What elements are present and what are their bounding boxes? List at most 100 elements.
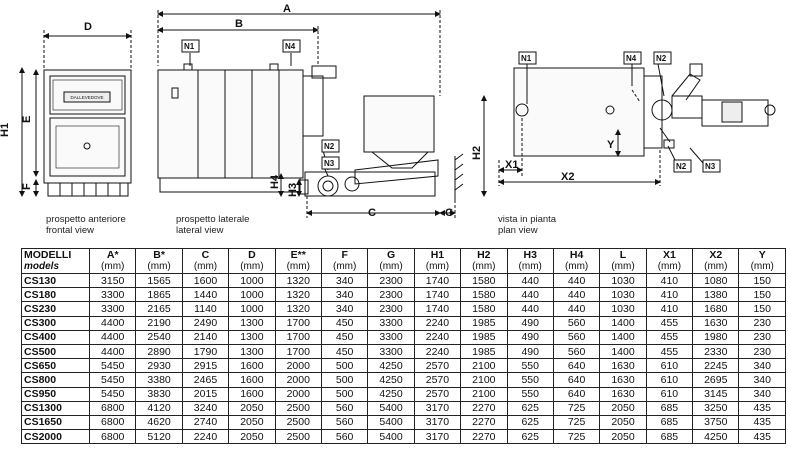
table-cell: 2165: [135, 301, 183, 317]
table-cell: 4400: [88, 315, 137, 331]
table-cell: 2465: [181, 372, 230, 388]
table-cell: 3240: [181, 400, 230, 416]
models-header-label: MODELLI: [24, 249, 72, 262]
table-cell: 490: [506, 329, 554, 345]
table-cell: 1985: [460, 343, 508, 360]
table-cell: 3830: [135, 386, 183, 402]
table-cell: 1600: [181, 272, 230, 289]
table-cell: 3250: [692, 400, 740, 416]
table-cell: 1700: [274, 315, 322, 331]
model-cell: CS650: [21, 358, 90, 374]
column-header: Y(mm): [738, 248, 786, 274]
table-cell: 230: [738, 315, 786, 331]
column-header-unit: (mm): [193, 261, 218, 272]
column-header: H1(mm): [413, 248, 462, 274]
table-cell: 340: [320, 301, 369, 317]
column-header-label: F: [341, 249, 348, 262]
table-cell: 560: [552, 343, 601, 360]
column-header-label: H4: [569, 249, 584, 262]
table-cell: 1740: [413, 272, 462, 289]
table-cell: 340: [738, 358, 786, 374]
table-cell: 1740: [413, 301, 462, 317]
table-cell: 5450: [88, 386, 137, 402]
technical-drawing: D A B C G H1 E F H4 H3 H2 X1 X2 Y DALLEV…: [0, 3, 776, 219]
table-cell: 230: [738, 343, 786, 360]
table-cell: 1400: [599, 343, 647, 360]
table-cell: 2570: [413, 358, 462, 374]
table-cell: 5400: [367, 400, 415, 416]
column-header: X2(mm): [692, 248, 740, 274]
table-cell: 2190: [135, 315, 183, 331]
column-header: C(mm): [181, 248, 230, 274]
column-header-label: L: [619, 249, 627, 262]
model-cell: CS800: [21, 372, 90, 388]
table-cell: 2050: [599, 429, 647, 445]
table-cell: 2100: [460, 386, 508, 402]
models-header-sub: models: [24, 261, 60, 272]
table-cell: 3380: [135, 372, 183, 388]
side-view-drawing: [157, 10, 487, 218]
table-cell: 435: [738, 414, 786, 431]
table-cell: 3300: [88, 301, 137, 317]
table-cell: 1865: [135, 287, 183, 303]
model-cell: CS1650: [21, 414, 90, 431]
column-header-models: MODELLI models: [21, 248, 90, 274]
column-header: H4(mm): [552, 248, 601, 274]
table-cell: 6800: [88, 400, 137, 416]
table-cell: 1000: [228, 301, 276, 317]
table-cell: 4250: [692, 429, 740, 445]
table-cell: 1000: [228, 287, 276, 303]
table-cell: 610: [645, 372, 694, 388]
table-cell: 2100: [460, 372, 508, 388]
table-cell: 1740: [413, 287, 462, 303]
table-cell: 450: [320, 343, 369, 360]
dim-label-d: D: [84, 21, 92, 33]
table-cell: 1630: [599, 386, 647, 402]
table-cell: 625: [506, 414, 554, 431]
table-cell: 550: [506, 372, 554, 388]
table-cell: 3170: [413, 429, 462, 445]
table-cell: 2000: [274, 372, 322, 388]
column-header-label: E**: [290, 249, 306, 262]
front-view-drawing: [19, 30, 132, 197]
table-cell: 1320: [274, 287, 322, 303]
table-cell: 3300: [367, 315, 415, 331]
tag-n4-plan: N4: [626, 54, 637, 63]
column-header-label: D: [248, 249, 256, 262]
dim-label-h3: H3: [287, 183, 299, 197]
table-cell: 1030: [599, 287, 647, 303]
table-cell: 610: [645, 358, 694, 374]
table-cell: 560: [320, 414, 369, 431]
column-header: D(mm): [228, 248, 276, 274]
table-cell: 1300: [228, 343, 276, 360]
table-cell: 5400: [367, 414, 415, 431]
table-cell: 1600: [228, 386, 276, 402]
table-cell: 440: [552, 287, 601, 303]
table-cell: 685: [645, 429, 694, 445]
table-cell: 440: [552, 272, 601, 289]
table-cell: 1985: [460, 329, 508, 345]
table-cell: 410: [645, 287, 694, 303]
table-cell: 150: [738, 287, 786, 303]
table-cell: 725: [552, 429, 601, 445]
table-cell: 2570: [413, 372, 462, 388]
column-header-label: H2: [477, 249, 491, 262]
table-cell: 2000: [274, 358, 322, 374]
model-cell: CS500: [21, 343, 90, 360]
column-header-unit: (mm): [704, 261, 728, 272]
brand-plate-text: DALLEVEDOVE: [70, 95, 103, 100]
column-header: G(mm): [367, 248, 415, 274]
dimensions-table: MODELLI models A*(mm)B*(mm)C(mm)D(mm)E**…: [21, 248, 786, 445]
table-cell: 3750: [692, 414, 740, 431]
table-cell: 455: [645, 315, 694, 331]
table-cell: 1580: [460, 272, 508, 289]
caption-side-en: lateral view: [176, 225, 224, 236]
table-cell: 625: [506, 429, 554, 445]
column-header-label: Y: [758, 249, 766, 262]
table-cell: 435: [738, 429, 786, 445]
table-cell: 3170: [413, 400, 462, 416]
